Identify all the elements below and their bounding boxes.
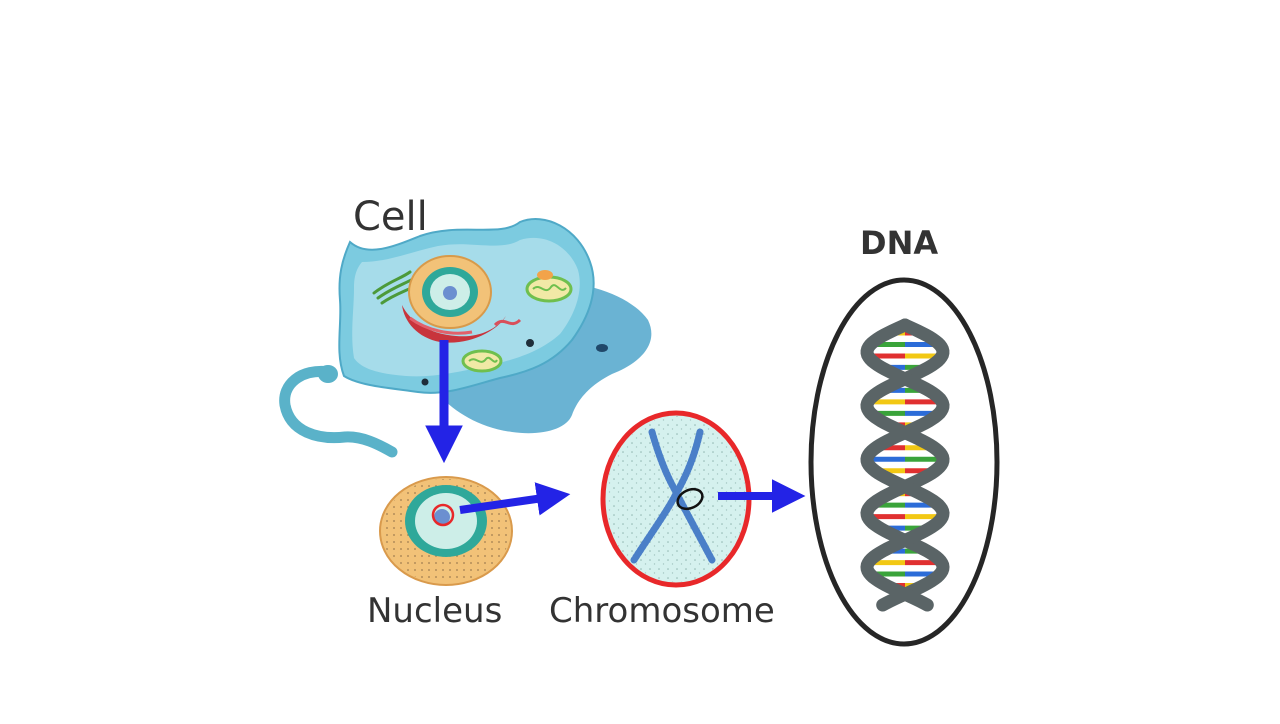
cell-label: Cell xyxy=(353,194,428,240)
centriole xyxy=(421,378,429,386)
cell-flagellum xyxy=(279,365,398,458)
dna-label: DNA xyxy=(860,224,939,262)
chromosome-illustration xyxy=(600,410,752,588)
dna-helix-illustration xyxy=(808,277,1000,647)
dna-strand-b xyxy=(860,318,950,612)
rough-er-fold xyxy=(409,316,473,335)
cell-illustration xyxy=(279,218,652,458)
dna-backbone xyxy=(860,318,950,612)
vacuole xyxy=(596,344,608,352)
rough-er xyxy=(402,305,506,343)
lysosome xyxy=(537,270,553,280)
vesicle xyxy=(526,339,534,347)
chromosome-label: Chromosome xyxy=(549,591,775,631)
nucleus-highlight-ring xyxy=(431,503,455,527)
arrow-nucleus-to-chromosome xyxy=(459,482,571,516)
mitochondrion xyxy=(525,275,573,303)
dna-outline xyxy=(808,277,1000,647)
chromatid-strands xyxy=(630,428,716,564)
nucleus-illustration xyxy=(379,476,513,586)
dna-strand-a xyxy=(860,318,950,612)
nucleus-label: Nucleus xyxy=(367,591,503,631)
nucleus-nucleolus xyxy=(434,509,450,525)
cell-flagellum-base xyxy=(318,365,338,383)
mitochondrion xyxy=(461,349,503,373)
chromosome-centromere-ring xyxy=(676,487,704,511)
smooth-er xyxy=(493,318,522,327)
cell-nucleolus xyxy=(443,286,457,300)
